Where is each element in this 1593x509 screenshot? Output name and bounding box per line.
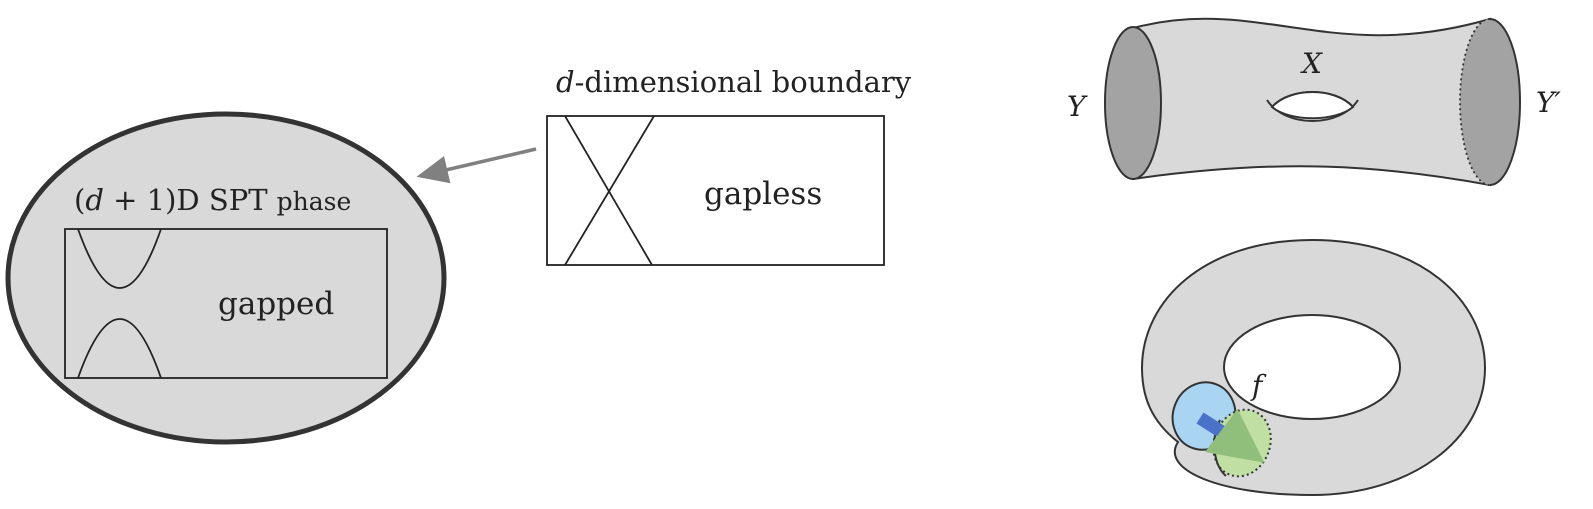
right-boundary-disc — [1460, 19, 1520, 185]
lower-band-curve — [77, 318, 162, 379]
handle-hole-outline — [1270, 91, 1355, 120]
label-y: Y — [1067, 90, 1088, 123]
right-boundary-rim-back — [1459, 18, 1491, 186]
boundary-title: d-dimensional boundary — [556, 65, 912, 99]
left-boundary-disc — [1104, 26, 1162, 180]
gapped-spectrum-box — [64, 228, 388, 379]
gapless-spectrum-box — [546, 115, 885, 266]
green-map-arrow — [1205, 408, 1265, 463]
cobordism-surface: X Y Y′ — [1067, 17, 1561, 187]
torus-surface: f — [1140, 238, 1487, 497]
gapless-label: gapless — [704, 176, 822, 212]
handle-hole-fill — [1272, 92, 1353, 119]
torus-hole — [1223, 314, 1401, 420]
upper-band-curve — [77, 228, 162, 289]
spt-phase-ellipse — [5, 111, 447, 445]
label-y-prime: Y′ — [1536, 86, 1561, 119]
gapped-label: gapped — [218, 286, 334, 322]
boundary-to-spt-arrow — [416, 147, 537, 184]
boundary-panel: d-dimensional boundary gapless — [546, 65, 912, 266]
dirac-cone-line-2 — [564, 115, 655, 266]
right-boundary-rim-front — [1489, 18, 1521, 186]
label-x: X — [1300, 47, 1323, 80]
